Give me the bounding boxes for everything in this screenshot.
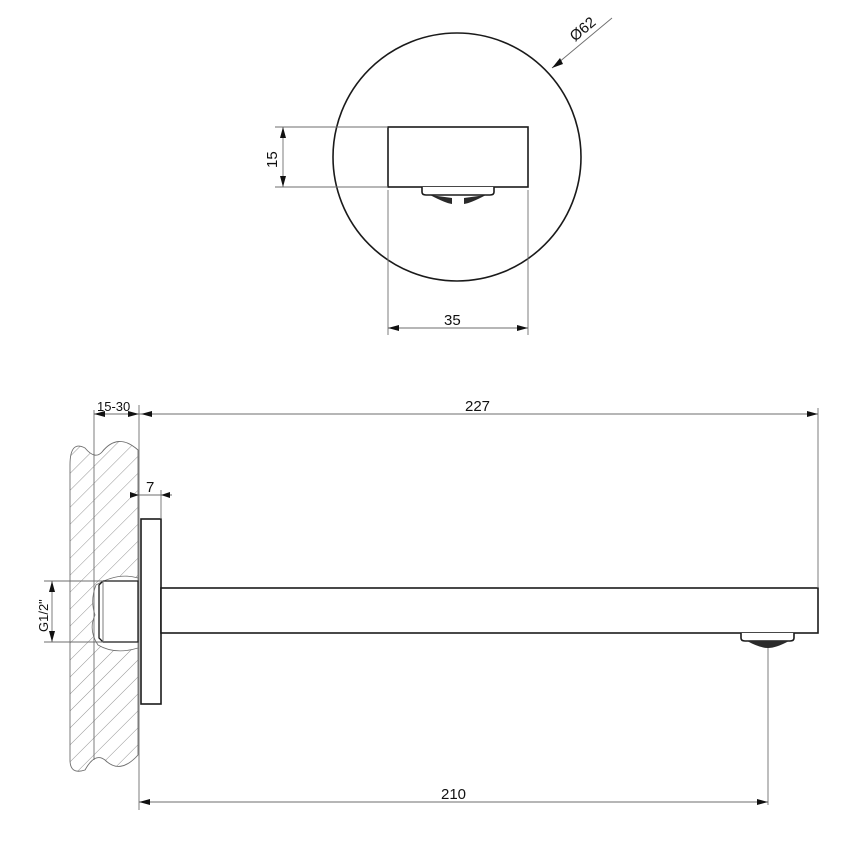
side-view: 15-30 227 7 G1/2" 210: [36, 398, 819, 810]
wall-depth-label: 15-30: [97, 399, 130, 414]
outlet-length-label: 210: [441, 786, 466, 803]
width-label: 35: [444, 312, 461, 329]
flange-thickness-label: 7: [146, 479, 154, 496]
spout-body: [160, 587, 819, 634]
thread-connection: [98, 580, 139, 643]
diameter-label: Ø62: [567, 14, 600, 45]
overall-length-label: 227: [465, 398, 490, 415]
aerator-front: [421, 187, 495, 204]
front-view: Ø62 15 35: [264, 14, 613, 335]
aerator-side: [740, 633, 795, 648]
height-label: 15: [264, 151, 281, 168]
escutcheon-circle: [332, 32, 582, 282]
spout-end-section: [387, 126, 529, 188]
flange: [140, 518, 162, 705]
thread-size-label: G1/2": [36, 599, 51, 632]
